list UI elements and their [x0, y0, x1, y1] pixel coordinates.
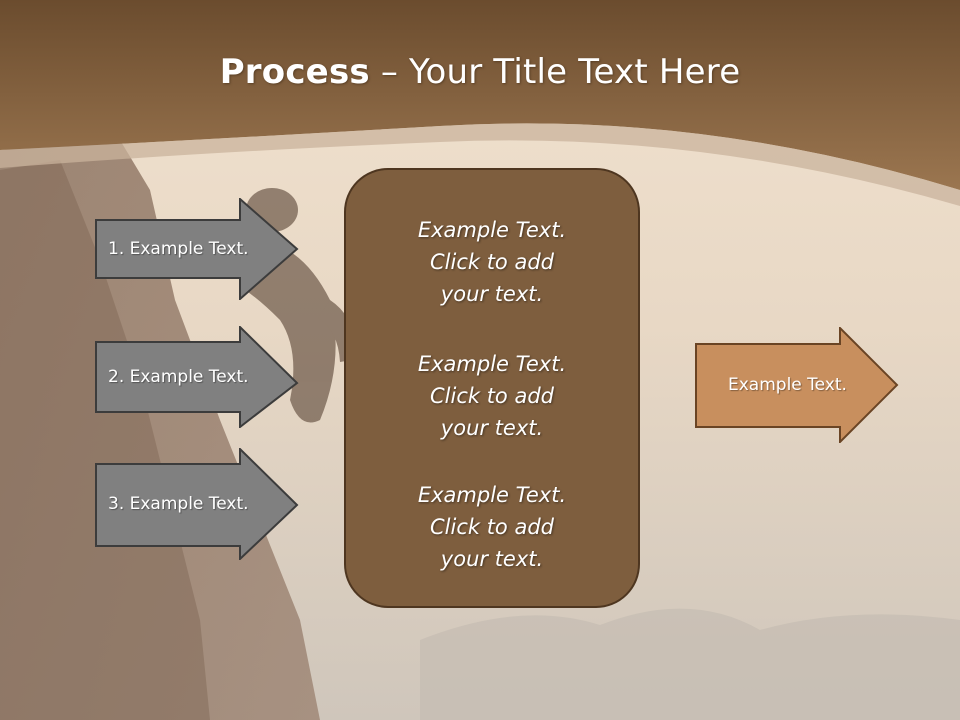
- title-rest: – Your Title Text Here: [369, 52, 741, 92]
- right-arrow-label: Example Text.: [728, 375, 847, 395]
- left-arrow-1[interactable]: 1. Example Text.: [95, 198, 299, 300]
- paragraph-1-line-1: Example Text.: [417, 218, 567, 242]
- left-arrow-3-label: 3. Example Text.: [108, 494, 249, 514]
- paragraph-2-line-3: your text.: [440, 416, 544, 440]
- paragraph-1-line-2: Click to add: [429, 250, 554, 274]
- paragraph-3-line-2: Click to add: [429, 515, 554, 539]
- slide-title: Process – Your Title Text Here: [0, 52, 960, 92]
- center-paragraph-1: Example Text. Click to add your text.: [346, 214, 638, 310]
- left-arrow-3[interactable]: 3. Example Text.: [95, 448, 299, 560]
- paragraph-2-line-2: Click to add: [429, 384, 554, 408]
- left-arrow-2-label: 2. Example Text.: [108, 367, 249, 387]
- center-text-box[interactable]: Example Text. Click to add your text. Ex…: [344, 168, 640, 608]
- paragraph-1-line-3: your text.: [440, 282, 544, 306]
- title-bold: Process: [219, 52, 370, 92]
- right-arrow[interactable]: Example Text.: [695, 327, 899, 443]
- left-arrow-2[interactable]: 2. Example Text.: [95, 326, 299, 428]
- paragraph-3-line-1: Example Text.: [417, 483, 567, 507]
- paragraph-2-line-1: Example Text.: [417, 352, 567, 376]
- paragraph-3-line-3: your text.: [440, 547, 544, 571]
- left-arrow-1-label: 1. Example Text.: [108, 239, 249, 259]
- center-paragraph-2: Example Text. Click to add your text.: [346, 348, 638, 444]
- center-paragraph-3: Example Text. Click to add your text.: [346, 479, 638, 575]
